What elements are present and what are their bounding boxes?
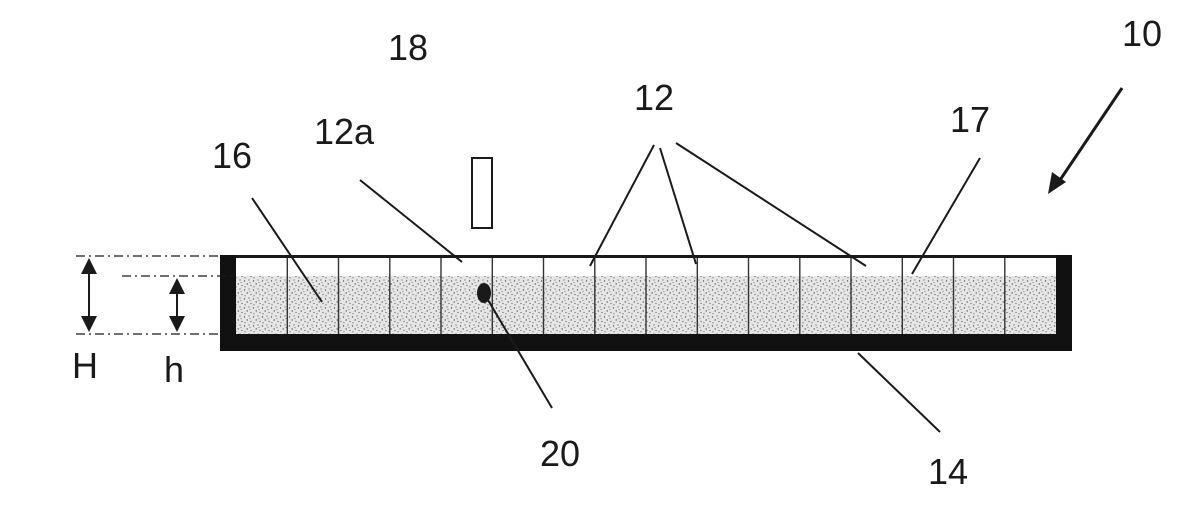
label-20: 20 [540, 433, 580, 474]
leader-14 [857, 352, 941, 433]
label-12a: 12a [314, 111, 375, 152]
container-left-wall [220, 255, 236, 351]
tray-rim [220, 255, 1072, 258]
leader-16 [251, 197, 323, 303]
label-12: 12 [634, 77, 674, 118]
leader-12-a [589, 144, 655, 267]
leader-12-c [675, 142, 867, 267]
label-16: 16 [212, 135, 252, 176]
label-10: 10 [1122, 13, 1162, 54]
particle-20 [477, 283, 491, 303]
label-H: H [72, 345, 98, 386]
cell-dividers [286, 258, 1006, 334]
container-right-wall [1056, 255, 1072, 351]
arrow-10-head [1048, 172, 1066, 194]
arrow-10 [1054, 87, 1124, 187]
height-fill-arrow [169, 278, 185, 332]
height-total-arrow [81, 258, 97, 332]
label-14: 14 [928, 451, 968, 492]
leader-17 [911, 157, 981, 275]
label-h: h [164, 349, 184, 390]
leader-12a [359, 179, 463, 263]
label-17: 17 [950, 99, 990, 140]
leader-12-b [659, 147, 697, 265]
probe-18 [471, 157, 493, 229]
label-18: 18 [388, 27, 428, 68]
container-base [220, 334, 1072, 351]
leader-20 [487, 299, 553, 409]
